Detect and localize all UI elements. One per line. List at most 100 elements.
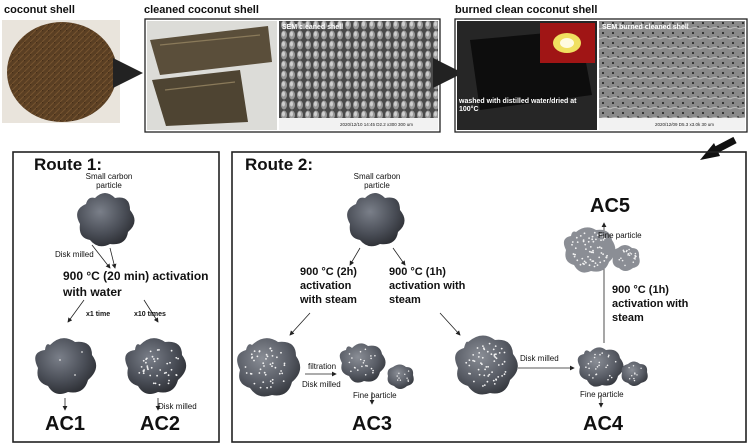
pore-dot [603,260,606,262]
pore-dot [592,251,595,254]
pore-dot [366,365,369,367]
r2-arrow-3 [289,312,311,336]
pore-dot [494,345,497,347]
pore-dot [588,237,590,240]
pore-dot [574,253,576,256]
pore-dot [271,382,274,384]
pore-dot [503,360,506,363]
pore-dot [167,374,170,377]
pore-dot [583,260,586,263]
pore-dot [628,254,631,257]
pore-dot [495,379,498,381]
pore-dot [599,353,601,356]
pore-dot [372,371,374,374]
pore-dot [627,252,630,255]
pore-dot [599,261,602,264]
pore-dot [599,234,602,236]
r1-ac2: AC2 [140,413,181,435]
route2-particle-b [455,335,518,395]
pore-dot [587,240,590,243]
pore-dot [143,369,146,371]
route2-box [231,151,747,443]
pore-dot [503,373,506,376]
pore-dot [263,365,265,367]
pore-dot [585,248,587,251]
pore-dot [588,374,590,376]
pore-dot [163,372,166,374]
r2-fine-particle-c: Fine particle [598,231,642,240]
pore-dot [354,367,356,369]
r2-arrow-4 [439,312,461,336]
pore-dot [145,361,147,364]
r2-ac3: AC3 [352,413,393,435]
pore-dot [482,345,484,347]
pore-dot [607,378,609,381]
pore-dot [605,366,607,369]
pore-dot [607,355,610,358]
pore-dot [576,259,579,262]
pore-dot [483,384,486,386]
pore-dot [582,262,584,265]
pore-dot [596,366,599,368]
pore-dot [598,361,601,364]
pore-dot [245,372,248,374]
pore-dot [168,379,170,382]
pore-dot [600,239,602,242]
pore-dot [605,256,608,259]
pore-dot [608,354,610,357]
route2-particle-ac4-large [577,347,624,387]
pore-dot [598,364,600,367]
r2-act-2h-3: with steam [300,294,357,306]
pore-dot [598,256,601,259]
pore-dot [280,370,282,372]
r1-ac1: AC1 [45,413,86,435]
pore-dot [274,366,277,369]
pore-dot [592,249,594,252]
pore-dot [497,376,500,378]
pore-dot [596,246,599,249]
pore-dot [264,373,267,376]
pore-dot [595,368,597,370]
pore-dot [601,352,603,354]
pore-dot [483,348,486,351]
pore-dot [370,357,372,360]
pore-dot [468,359,471,361]
pore-dot [250,373,253,375]
pore-dot [602,235,605,238]
pore-dot [486,350,489,353]
pore-dot [603,237,606,240]
pore-dot [270,386,272,388]
pore-dot [142,372,145,375]
pore-dot [398,377,400,379]
burned-shell-frame [454,18,748,133]
pore-dot [628,367,630,369]
pore-dot [486,380,489,383]
pore-dot [590,251,593,254]
pore-dot [588,264,591,267]
pore-dot [585,261,587,264]
pore-dot [609,374,611,377]
pore-dot [258,350,261,353]
pore-dot [593,265,596,268]
pore-dot [632,261,635,264]
pore-dot [399,379,402,381]
pore-dot [579,235,582,237]
r2-act-1h-3: steam [389,294,421,306]
pore-dot [495,353,497,356]
pore-dot [595,238,597,241]
pore-dot [634,252,637,255]
pore-dot [493,355,496,357]
pore-dot [492,348,495,351]
pore-dot [465,361,468,364]
pore-dot [278,372,281,375]
label-coconut-shell: coconut shell [4,4,75,16]
pore-dot [271,362,274,365]
pore-dot [265,358,267,360]
pore-dot [156,374,159,377]
pore-dot [627,254,629,256]
sem-scale-burned: 2020/12/09 D5.3 x3.0k 30 um [655,122,715,127]
pore-dot [256,355,259,358]
pore-dot [636,374,638,376]
pore-dot [478,352,481,354]
r1-disk-milled: Disk milled [55,250,94,259]
